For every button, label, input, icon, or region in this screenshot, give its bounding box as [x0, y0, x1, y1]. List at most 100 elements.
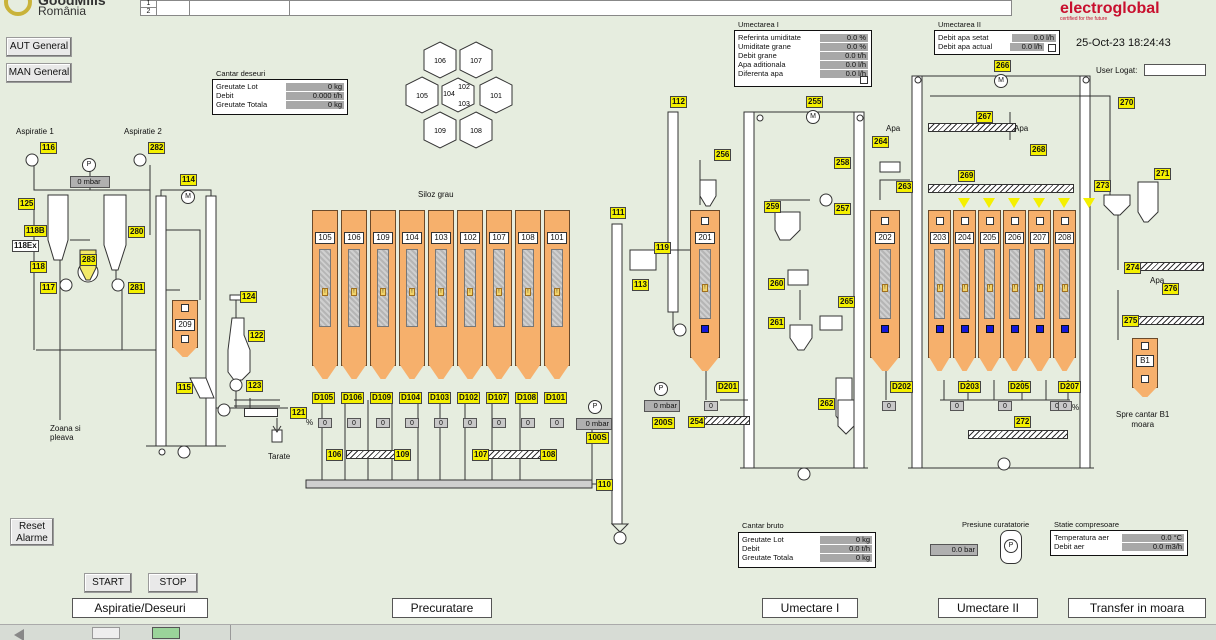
equipment-tag-273[interactable]: 273 — [1094, 180, 1112, 192]
equipment-tag-283[interactable]: 283 — [80, 254, 98, 266]
equipment-tag-282[interactable]: 282 — [148, 142, 166, 154]
stop-button[interactable]: STOP — [148, 573, 198, 593]
equipment-tag-122[interactable]: 122 — [248, 330, 266, 342]
dosing-valve-icon[interactable] — [1058, 198, 1070, 208]
equipment-tag-261[interactable]: 261 — [768, 317, 786, 329]
equipment-tag-124[interactable]: 124 — [240, 291, 258, 303]
equipment-tag-118[interactable]: 118 — [30, 261, 47, 273]
silo-203[interactable]: 203! — [928, 210, 951, 371]
pump-100-icon[interactable]: P — [588, 400, 602, 414]
silo-204[interactable]: 204! — [953, 210, 976, 371]
dosing-valve-icon[interactable] — [958, 198, 970, 208]
equipment-tag-118Ex[interactable]: 118Ex — [12, 240, 39, 252]
silo-102[interactable]: 102! — [457, 210, 483, 379]
silo-208[interactable]: 208! — [1053, 210, 1076, 371]
equipment-tag-119[interactable]: 119 — [654, 242, 671, 254]
equipment-tag-255[interactable]: 255 — [806, 96, 824, 108]
conveyor-272[interactable] — [968, 430, 1068, 439]
equipment-tag-265[interactable]: 265 — [838, 296, 856, 308]
equipment-tag-109[interactable]: 109 — [394, 449, 412, 461]
valve-tag-104[interactable]: D104 — [399, 392, 423, 404]
equipment-tag-121[interactable]: 121 — [290, 407, 308, 419]
equipment-tag-262[interactable]: 262 — [818, 398, 836, 410]
equipment-tag-113[interactable]: 113 — [632, 279, 649, 291]
equipment-tag-280[interactable]: 280 — [128, 226, 146, 238]
equipment-tag-259[interactable]: 259 — [764, 201, 782, 213]
silo-207[interactable]: 207! — [1028, 210, 1051, 371]
equipment-tag-D207[interactable]: D207 — [1058, 381, 1082, 393]
section-umectare-1[interactable]: Umectare I — [762, 598, 858, 618]
silo-105[interactable]: 105! — [312, 210, 338, 379]
motor-266-icon[interactable]: M — [994, 74, 1008, 88]
silo-109[interactable]: 109! — [370, 210, 396, 379]
section-transfer-moara[interactable]: Transfer in moara — [1068, 598, 1206, 618]
start-button[interactable]: START — [84, 573, 132, 593]
man-general-button[interactable]: MAN General — [6, 63, 72, 83]
equipment-tag-267[interactable]: 267 — [976, 111, 994, 123]
equipment-tag-D205[interactable]: D205 — [1008, 381, 1032, 393]
equipment-tag-D201[interactable]: D201 — [716, 381, 740, 393]
equipment-tag-260[interactable]: 260 — [768, 278, 786, 290]
conveyor-107-108[interactable] — [488, 450, 544, 459]
equipment-tag-117[interactable]: 117 — [40, 282, 57, 294]
silo-108[interactable]: 108! — [515, 210, 541, 379]
silo-106[interactable]: 106! — [341, 210, 367, 379]
equipment-tag-263[interactable]: 263 — [896, 181, 914, 193]
equipment-tag-269[interactable]: 269 — [958, 170, 976, 182]
valve-tag-108[interactable]: D108 — [515, 392, 539, 404]
dosing-valve-icon[interactable] — [983, 198, 995, 208]
u1-checkbox[interactable] — [860, 76, 868, 84]
equipment-tag-254[interactable]: 254 — [688, 416, 706, 428]
pump-200-icon[interactable]: P — [654, 382, 668, 396]
user-input[interactable] — [1144, 64, 1206, 76]
dosing-valve-icon[interactable] — [1008, 198, 1020, 208]
pump-aspiratie-icon[interactable]: P — [82, 158, 96, 172]
silo-103[interactable]: 103! — [428, 210, 454, 379]
equipment-tag-118B[interactable]: 118B — [24, 225, 47, 237]
motor-255-icon[interactable]: M — [806, 110, 820, 124]
equipment-tag-256[interactable]: 256 — [714, 149, 732, 161]
equipment-tag-272[interactable]: 272 — [1014, 416, 1032, 428]
equipment-tag-275[interactable]: 275 — [1122, 315, 1140, 327]
equipment-tag-271[interactable]: 271 — [1154, 168, 1172, 180]
equipment-tag-100S[interactable]: 100S — [586, 432, 609, 444]
screen-icon[interactable] — [92, 627, 120, 639]
silo-202[interactable]: 202! — [870, 210, 900, 371]
equipment-tag-123[interactable]: 123 — [246, 380, 264, 392]
equipment-tag-D203[interactable]: D203 — [958, 381, 982, 393]
valve-tag-106[interactable]: D106 — [341, 392, 365, 404]
valve-tag-103[interactable]: D103 — [428, 392, 452, 404]
dosing-valve-icon[interactable] — [1033, 198, 1045, 208]
equipment-tag-281[interactable]: 281 — [128, 282, 146, 294]
panel-icon[interactable] — [152, 627, 180, 639]
valve-tag-102[interactable]: D102 — [457, 392, 481, 404]
reset-alarms-button[interactable]: Reset Alarme — [10, 518, 54, 546]
equipment-tag-111[interactable]: 111 — [610, 207, 627, 219]
equipment-tag-257[interactable]: 257 — [834, 203, 852, 215]
equipment-tag-108[interactable]: 108 — [540, 449, 558, 461]
equipment-tag-110[interactable]: 110 — [596, 479, 613, 491]
section-aspiratie-deseuri[interactable]: Aspiratie/Deseuri — [72, 598, 208, 618]
equipment-tag-112[interactable]: 112 — [670, 96, 687, 108]
equipment-tag-107[interactable]: 107 — [472, 449, 490, 461]
equipment-tag-115[interactable]: 115 — [176, 382, 193, 394]
conveyor-269[interactable] — [928, 184, 1074, 193]
equipment-tag-125[interactable]: 125 — [18, 198, 36, 210]
silo-201[interactable]: 201! — [690, 210, 720, 371]
equipment-tag-200S[interactable]: 200S — [652, 417, 675, 429]
equipment-tag-106[interactable]: 106 — [326, 449, 344, 461]
section-precuratare[interactable]: Precuratare — [392, 598, 492, 618]
valve-tag-107[interactable]: D107 — [486, 392, 510, 404]
silo-104[interactable]: 104! — [399, 210, 425, 379]
equipment-tag-266[interactable]: 266 — [994, 60, 1012, 72]
silo-b1[interactable]: B1 — [1132, 338, 1158, 397]
equipment-tag-116[interactable]: 116 — [40, 142, 57, 154]
conveyor-267[interactable] — [928, 123, 1016, 132]
back-icon[interactable] — [14, 629, 24, 640]
aut-general-button[interactable]: AUT General — [6, 37, 72, 57]
silo-101[interactable]: 101! — [544, 210, 570, 379]
equipment-tag-270[interactable]: 270 — [1118, 97, 1136, 109]
silo-107[interactable]: 107! — [486, 210, 512, 379]
conveyor-121[interactable] — [244, 408, 278, 417]
valve-tag-109[interactable]: D109 — [370, 392, 394, 404]
